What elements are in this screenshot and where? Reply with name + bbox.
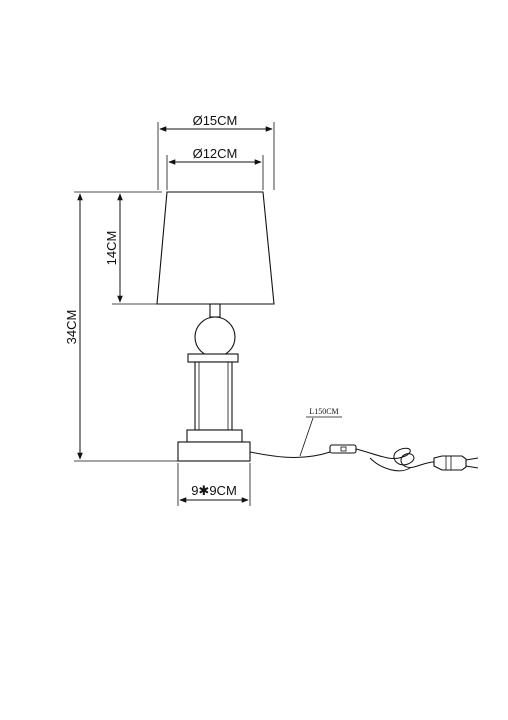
dimension-shade-bottom-diameter: Ø15CM (157, 113, 275, 190)
cable-length-label: L150CM (309, 407, 338, 416)
lamp-column (194, 361, 233, 431)
lamp-shade (156, 191, 275, 305)
dimension-base: 9✱9CM (177, 463, 251, 506)
lamp-ball (194, 316, 236, 358)
lamp-stem (209, 303, 221, 318)
lamp-base-step (186, 429, 243, 443)
lamp-collar (187, 353, 239, 363)
plug (433, 455, 467, 471)
cable-length-callout: L150CM (299, 407, 342, 457)
power-cable (249, 444, 479, 472)
dimension-shade-top-diameter: Ø12CM (166, 146, 264, 190)
dimension-total-height: 34CM (64, 191, 178, 462)
inline-switch (329, 444, 357, 454)
shade-height-label: 14CM (104, 231, 119, 266)
lamp-base (177, 441, 251, 462)
shade-bottom-diameter-label: Ø15CM (193, 113, 238, 128)
base-size-label: 9✱9CM (191, 483, 237, 498)
total-height-label: 34CM (64, 310, 79, 345)
shade-top-diameter-label: Ø12CM (193, 146, 238, 161)
dimension-shade-height: 14CM (104, 193, 158, 305)
lamp-outline (156, 191, 275, 462)
